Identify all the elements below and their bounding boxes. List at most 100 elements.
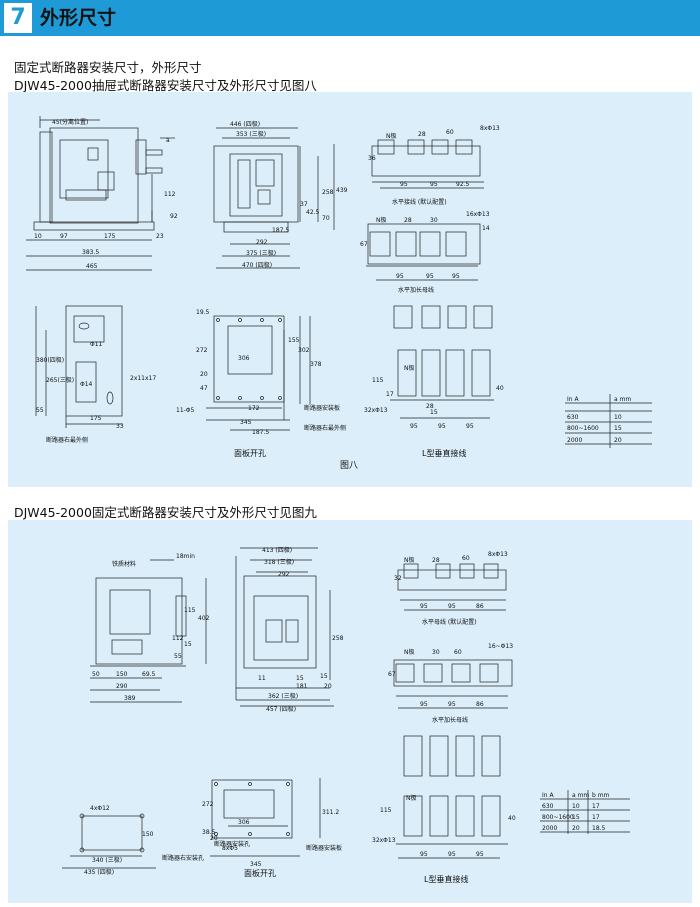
- cap9-l-vertical: L型垂直接线: [424, 874, 468, 884]
- dim-isolation: 45(分离位置): [52, 118, 88, 126]
- bus-30: 30: [430, 217, 438, 224]
- d9-18min: 18min: [176, 553, 195, 560]
- b9-40: 40: [508, 815, 516, 822]
- dim-345: 345: [240, 419, 252, 426]
- fig8-panel-cutout: [206, 315, 311, 431]
- busl-95b: 95: [438, 423, 446, 430]
- dim-292: 292: [256, 239, 268, 246]
- busl-95a: 95: [410, 423, 418, 430]
- d9-20: 20: [324, 683, 332, 690]
- fig8-dimension-labels: 45(分离位置) a 112 92 23 10 97 175 383.5 465…: [34, 118, 504, 436]
- fig9-front-view: [235, 547, 334, 707]
- t8-r1c1: 630: [567, 414, 579, 421]
- d9-20b: 20: [210, 835, 218, 842]
- b9-32: 32: [394, 575, 402, 582]
- dim-19-5: 19.5: [196, 309, 210, 316]
- fig9-panel-cutout: [210, 778, 321, 857]
- fig9-busbar-l-vertical: [396, 735, 508, 859]
- cap-horizontal-ext: 水平加长母线: [398, 286, 434, 294]
- dim-175b: 175: [90, 415, 102, 422]
- d9-150: 150: [116, 671, 128, 678]
- dim-383-5: 383.5: [82, 249, 99, 256]
- fig8-mount-side: [35, 305, 123, 428]
- cap-mount-plate: 断路器安装板: [304, 404, 340, 412]
- fig8-spec-table: [565, 394, 652, 448]
- d9-362: 362 (三极): [268, 692, 298, 700]
- dim-465: 465: [86, 263, 98, 270]
- t9-r2c3: 17: [592, 814, 600, 821]
- dim-47: 47: [200, 385, 208, 392]
- fig8-busbar-extended: [366, 223, 481, 281]
- fig8-captions: 水平接线 (默认配置) 水平加长母线 面板开孔 L型垂直接线 断路器安装板 断路…: [46, 198, 466, 471]
- dim-439: 439: [336, 187, 348, 194]
- d9-340: 340 (三极): [92, 856, 122, 864]
- d9-11: 11: [258, 675, 266, 682]
- dim-112: 112: [164, 191, 176, 198]
- dim-23: 23: [156, 233, 164, 240]
- cap-panel-cutout: 面板开孔: [234, 448, 266, 458]
- fig8-front-view: [213, 127, 335, 269]
- dim-187-5: 187.5: [272, 227, 289, 234]
- bus-n-pole-2: N极: [376, 216, 387, 224]
- bus-95b: 95: [430, 181, 438, 188]
- d9-55: 55: [174, 653, 182, 660]
- cap9-horizontal-ext: 水平加长母线: [432, 716, 468, 724]
- b9-28: 28: [432, 557, 440, 564]
- t9-r1c3: 17: [592, 803, 600, 810]
- dim-375: 375 (三极): [246, 249, 276, 257]
- fig9-busbar-horizontal: [397, 563, 507, 611]
- fig8-busbar-horizontal: [371, 139, 484, 189]
- fig8-table-text: In A a mm 630 10 800~1600 15 2000 20: [567, 396, 631, 444]
- d9-holes4: 4xΦ12: [90, 805, 110, 812]
- dim-70: 70: [322, 215, 330, 222]
- dim-265: 265(三极): [46, 376, 74, 384]
- dim-97: 97: [60, 233, 68, 240]
- t8-h2: a mm: [614, 396, 631, 403]
- b9-95g: 95: [476, 851, 484, 858]
- b9-n-pole-2: N极: [404, 648, 415, 656]
- d9-292: 292: [278, 571, 290, 578]
- cap-right-side: 断路器右最外侧: [304, 424, 346, 432]
- busl-17: 17: [386, 391, 394, 398]
- b9-95e: 95: [420, 851, 428, 858]
- figure-9-panel: [8, 520, 692, 903]
- d9-50: 50: [92, 671, 100, 678]
- busl-40: 40: [496, 385, 504, 392]
- d9-389: 389: [124, 695, 136, 702]
- fig9-dimension-labels: 铁质材料 18min 115 402 112 15 55 50 150 69.5…: [84, 546, 516, 876]
- t9-r2c1: 800~1600: [542, 814, 574, 821]
- b9-holes16: 16~Φ13: [488, 643, 513, 650]
- bus-95a: 95: [400, 181, 408, 188]
- bus-95e: 95: [452, 273, 460, 280]
- d9-258: 258: [332, 635, 344, 642]
- t9-r2c2: 15: [572, 814, 580, 821]
- b9-holes8: 8xΦ13: [488, 551, 508, 558]
- busl-115: 115: [372, 377, 384, 384]
- dim-175: 175: [104, 233, 116, 240]
- dim-11-phi5: 11-Φ5: [176, 407, 195, 414]
- d9-345: 345: [250, 861, 262, 868]
- cap9-horizontal: 水平母线 (默认配置): [422, 618, 477, 626]
- busl-15: 15: [430, 409, 438, 416]
- t8-r3c1: 2000: [567, 437, 582, 444]
- t8-r3c2: 20: [614, 437, 622, 444]
- fig8-side-view: [26, 116, 175, 271]
- dim-20: 20: [200, 371, 208, 378]
- busl-28: 28: [426, 403, 434, 410]
- busl-95c: 95: [466, 423, 474, 430]
- b9-95f: 95: [448, 851, 456, 858]
- d9-311-2: 311.2: [322, 809, 339, 816]
- intro-line-3: DJW45-2000固定式断路器安装尺寸及外形尺寸见图九: [14, 505, 317, 520]
- d9-112: 112: [172, 635, 184, 642]
- dim-258: 258: [322, 189, 334, 196]
- dim-302: 302: [298, 347, 310, 354]
- d9-435: 435 (四极): [84, 868, 114, 876]
- fig9-mount-holes: [62, 813, 156, 869]
- fig9-table-text: In A a mm b mm 630 10 17 800~1600 15 17 …: [542, 792, 610, 832]
- b9-67: 67: [388, 671, 396, 678]
- dim-172: 172: [248, 405, 260, 412]
- t9-r3c2: 20: [572, 825, 580, 832]
- b9-n-pole-3: N极: [406, 794, 417, 802]
- bus-67: 67: [360, 241, 368, 248]
- fig9-spec-table: [540, 790, 630, 834]
